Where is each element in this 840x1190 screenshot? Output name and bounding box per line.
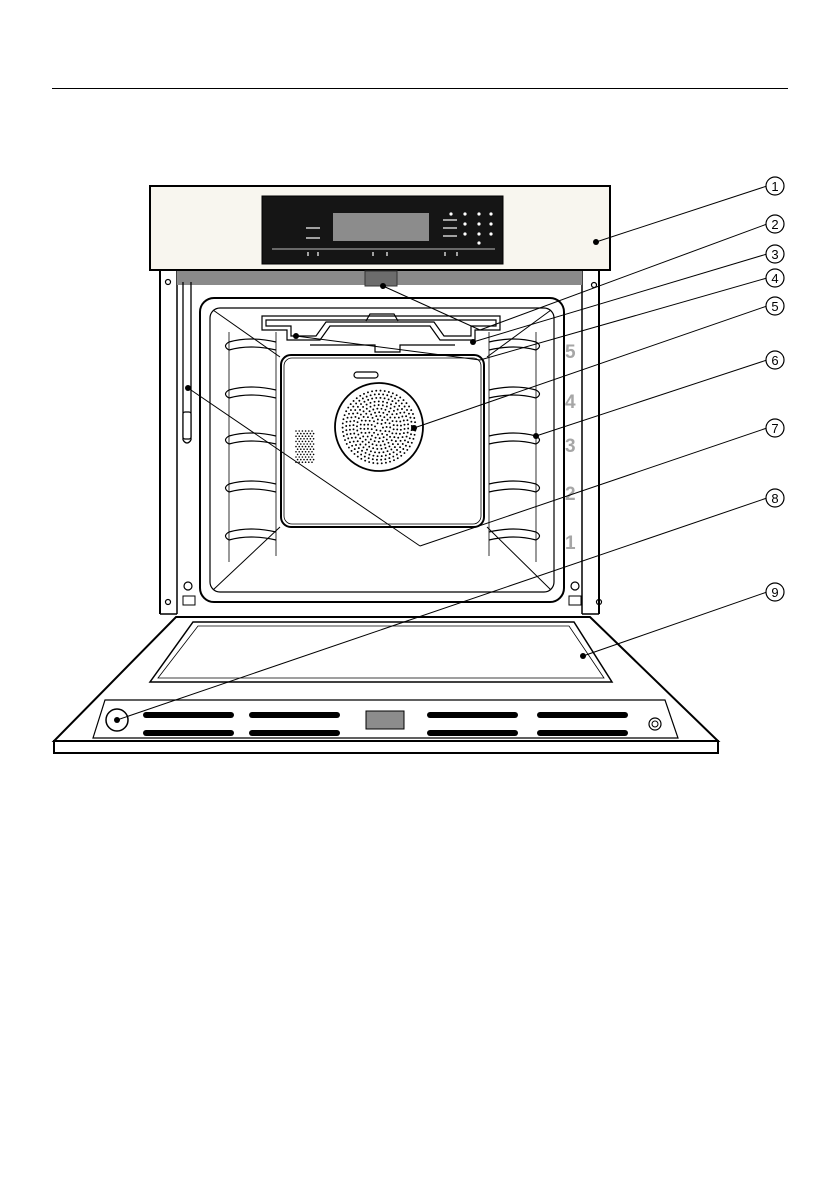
top-vent-strip: [177, 271, 582, 286]
callout-2: 2: [766, 215, 784, 233]
svg-text:2: 2: [771, 217, 778, 232]
svg-text:5: 5: [771, 299, 778, 314]
control-panel: [150, 186, 610, 270]
callout-9: 9: [766, 583, 784, 601]
callout-1: 1: [766, 177, 784, 195]
fan-cover: [335, 383, 423, 471]
svg-text:1: 1: [771, 179, 778, 194]
callout-5: 5: [766, 297, 784, 315]
svg-text:7: 7: [771, 421, 778, 436]
svg-text:8: 8: [771, 491, 778, 506]
callout-8: 8: [766, 489, 784, 507]
rear-vent: [295, 430, 314, 463]
svg-text:3: 3: [771, 247, 778, 262]
svg-text:4: 4: [771, 271, 778, 286]
shelf-level-1: 1: [565, 533, 576, 554]
callout-4: 4: [766, 269, 784, 287]
shelf-level-4: 4: [565, 392, 576, 413]
shelf-level-5: 5: [565, 342, 576, 363]
svg-text:6: 6: [771, 353, 778, 368]
callout-6: 6: [766, 351, 784, 369]
door-seal: [183, 282, 191, 443]
callout-3: 3: [766, 245, 784, 263]
top-heating-element: [262, 314, 500, 352]
shelf-level-3: 3: [565, 436, 576, 457]
svg-text:9: 9: [771, 585, 778, 600]
oven-door: [54, 617, 718, 753]
callout-7: 7: [766, 419, 784, 437]
